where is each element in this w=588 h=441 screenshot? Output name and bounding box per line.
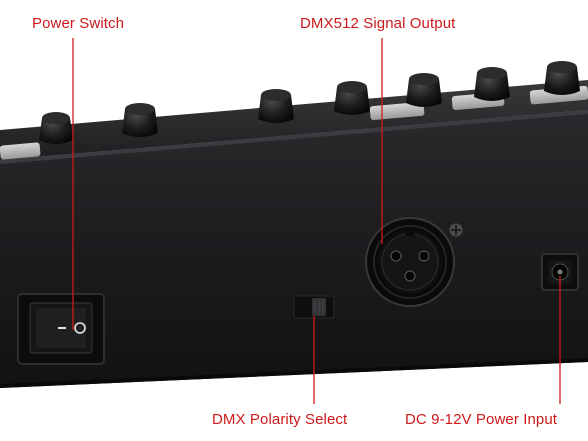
label-power-switch: Power Switch <box>32 15 125 32</box>
console-back-panel <box>0 110 588 388</box>
polarity-slide-switch <box>293 295 335 319</box>
knob <box>258 89 294 123</box>
label-dc-input: DC 9-12V Power Input <box>405 411 558 428</box>
screw-icon <box>448 222 464 238</box>
knob <box>474 67 510 101</box>
xlr-output-jack <box>365 217 455 307</box>
power-switch <box>17 293 105 365</box>
knob-row <box>39 61 580 144</box>
label-dmx-output: DMX512 Signal Output <box>300 15 456 32</box>
knob <box>122 103 158 137</box>
knob <box>544 61 580 95</box>
label-polarity-select: DMX Polarity Select <box>212 411 348 428</box>
power-on-mark-icon <box>74 322 86 334</box>
knob <box>406 73 442 107</box>
dc-power-jack <box>541 253 579 291</box>
callout-lines <box>72 38 561 404</box>
knob <box>334 81 370 115</box>
knob <box>39 112 73 144</box>
